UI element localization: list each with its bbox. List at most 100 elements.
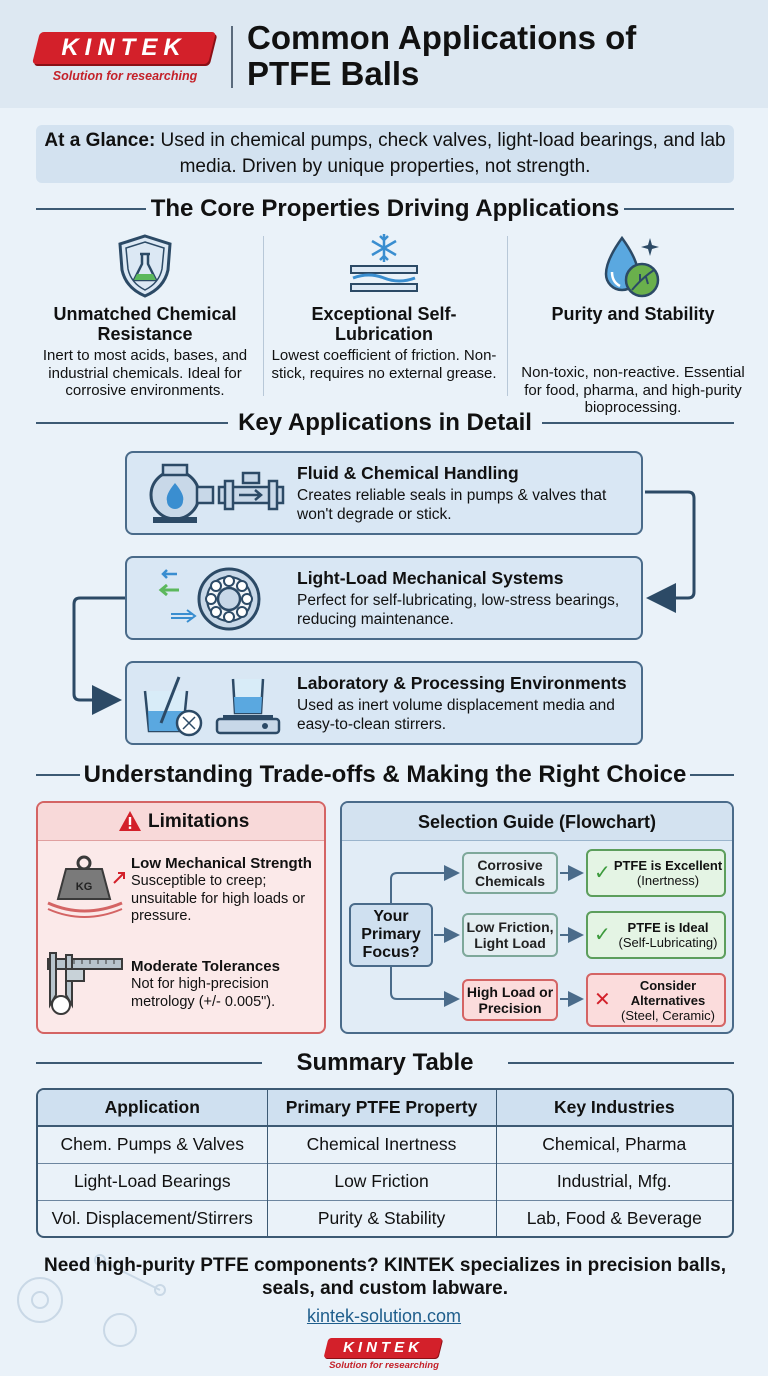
warning-icon bbox=[119, 811, 141, 831]
logo-wordmark: KINTEK bbox=[343, 1339, 423, 1356]
column-divider bbox=[507, 236, 508, 396]
selection-guide-title: Selection Guide (Flowchart) bbox=[417, 812, 657, 832]
section-rule bbox=[36, 208, 146, 210]
table-row: Vol. Displacement/Stirrers Purity & Stab… bbox=[38, 1199, 732, 1236]
selection-guide-header: Selection Guide (Flowchart) bbox=[342, 803, 732, 841]
header-divider bbox=[231, 26, 233, 88]
table-cell: Low Friction bbox=[267, 1162, 497, 1200]
limitation-item-tolerance: Moderate Tolerances Not for high-precisi… bbox=[131, 958, 321, 1011]
application-description: Creates reliable seals in pumps & valves… bbox=[297, 487, 607, 523]
application-card-fluid-handling: Fluid & Chemical Handling Creates reliab… bbox=[125, 451, 643, 535]
application-card-laboratory: Laboratory & Processing Environments Use… bbox=[125, 661, 643, 745]
caliper-icon bbox=[47, 952, 123, 1015]
flowchart-condition-corrosive: Corrosive Chemicals bbox=[462, 852, 558, 894]
header: KINTEK Solution for researching Common A… bbox=[0, 0, 768, 108]
lab-scale-icon bbox=[143, 676, 281, 737]
logo-wordmark: KINTEK bbox=[61, 34, 187, 61]
flowchart-result-ideal: ✓ PTFE is Ideal(Self-Lubricating) bbox=[586, 911, 726, 959]
bearing-icon bbox=[158, 567, 261, 631]
column-header: Key Industries bbox=[496, 1090, 732, 1127]
section-rule bbox=[624, 208, 734, 210]
result-note: (Inertness) bbox=[636, 873, 700, 888]
section-title: Understanding Trade-offs & Making the Ri… bbox=[83, 761, 687, 788]
result-title: PTFE is Excellent bbox=[613, 858, 723, 873]
property-title: Exceptional Self-Lubrication bbox=[311, 304, 457, 344]
table-header-row: Application Primary PTFE Property Key In… bbox=[38, 1090, 732, 1127]
section-rule bbox=[690, 774, 734, 776]
section-title: Summary Table bbox=[296, 1049, 474, 1076]
limitations-header: Limitations bbox=[38, 803, 324, 841]
application-description: Used as inert volume displacement media … bbox=[297, 697, 615, 733]
check-icon: ✓ bbox=[594, 924, 611, 946]
section-rule bbox=[542, 422, 734, 424]
logo-tagline: Solution for researching bbox=[52, 69, 198, 83]
summary-table: Application Primary PTFE Property Key In… bbox=[36, 1088, 734, 1238]
table-cell: Vol. Displacement/Stirrers bbox=[38, 1199, 268, 1236]
pump-valve-icon bbox=[149, 463, 285, 523]
kintek-logo[interactable]: KINTEK Solution for researching bbox=[32, 32, 216, 84]
application-title: Fluid & Chemical Handling bbox=[297, 463, 519, 483]
table-cell: Chem. Pumps & Valves bbox=[38, 1126, 268, 1163]
weight-label: KG bbox=[76, 881, 93, 893]
flowchart-result-alternatives: ✕ Consider Alternatives(Steel, Ceramic) bbox=[586, 973, 726, 1027]
snowflake-layers-icon bbox=[350, 234, 418, 292]
table-row: Chem. Pumps & Valves Chemical Inertness … bbox=[38, 1126, 732, 1163]
section-header-properties: The Core Properties Driving Applications bbox=[36, 194, 734, 224]
section-header-summary: Summary Table bbox=[36, 1048, 734, 1078]
limitations-panel: Limitations KG Low Mechanical Strength S… bbox=[36, 801, 326, 1034]
result-title: PTFE is Ideal bbox=[627, 920, 709, 935]
selection-guide-panel: Selection Guide (Flowchart) Your Primary… bbox=[340, 801, 734, 1034]
table-cell: Lab, Food & Beverage bbox=[496, 1199, 732, 1236]
section-rule bbox=[36, 1062, 262, 1064]
property-title: Purity and Stability bbox=[551, 304, 715, 324]
section-rule bbox=[508, 1062, 734, 1064]
application-title: Light-Load Mechanical Systems bbox=[297, 568, 564, 588]
flowchart-question: Your Primary Focus? bbox=[349, 903, 433, 967]
limitation-title: Low Mechanical Strength bbox=[131, 855, 312, 872]
glance-label: At a Glance: bbox=[44, 130, 156, 151]
limitation-description: Susceptible to creep; unsuitable for hig… bbox=[131, 873, 306, 924]
section-rule bbox=[36, 422, 228, 424]
section-rule bbox=[36, 774, 80, 776]
website-link[interactable]: kintek-solution.com bbox=[306, 1306, 462, 1326]
property-description: Lowest coefficient of friction. Non-stic… bbox=[271, 347, 497, 382]
flowchart-condition-high-load: High Load or Precision bbox=[462, 979, 558, 1021]
limitations-title: Limitations bbox=[148, 811, 250, 832]
result-note: (Self-Lubricating) bbox=[618, 935, 718, 950]
section-title: Key Applications in Detail bbox=[238, 409, 532, 436]
limitation-description: Not for high-precision metrology (+/- 0.… bbox=[131, 976, 276, 1010]
limitation-item-strength: Low Mechanical Strength Susceptible to c… bbox=[131, 855, 321, 926]
section-header-applications: Key Applications in Detail bbox=[36, 408, 734, 438]
at-a-glance-banner: At a Glance: Used in chemical pumps, che… bbox=[36, 125, 734, 183]
table-cell: Chemical Inertness bbox=[267, 1126, 497, 1163]
glance-text: Used in chemical pumps, check valves, li… bbox=[155, 130, 726, 177]
flowchart-condition-friction: Low Friction, Light Load bbox=[462, 913, 558, 957]
page-title: Common Applications of PTFE Balls bbox=[247, 19, 637, 92]
check-icon: ✓ bbox=[594, 862, 611, 884]
application-title: Laboratory & Processing Environments bbox=[297, 673, 627, 693]
table-cell: Light-Load Bearings bbox=[38, 1162, 268, 1200]
droplet-leaf-icon bbox=[604, 235, 660, 298]
shield-flask-icon bbox=[118, 234, 172, 298]
column-header: Primary PTFE Property bbox=[267, 1090, 497, 1127]
section-header-tradeoffs: Understanding Trade-offs & Making the Ri… bbox=[36, 760, 734, 790]
column-header: Application bbox=[38, 1090, 268, 1127]
call-to-action: Need high-purity PTFE components? KINTEK… bbox=[43, 1255, 726, 1299]
application-description: Perfect for self-lubricating, low-stress… bbox=[297, 592, 620, 628]
result-note: (Steel, Ceramic) bbox=[621, 1007, 715, 1023]
table-row: Light-Load Bearings Low Friction Industr… bbox=[38, 1162, 732, 1200]
property-title: Unmatched Chemical Resistance bbox=[53, 304, 237, 344]
weight-icon: KG bbox=[47, 855, 125, 918]
footer-kintek-logo[interactable]: KINTEK Solution for researching bbox=[323, 1338, 443, 1374]
logo-tagline: Solution for researching bbox=[329, 1360, 439, 1371]
property-description: Inert to most acids, bases, and industri… bbox=[42, 347, 248, 399]
property-description: Non-toxic, non-reactive. Essential for f… bbox=[521, 364, 745, 416]
flowchart-result-excellent: ✓ PTFE is Excellent(Inertness) bbox=[586, 849, 726, 897]
column-divider bbox=[263, 236, 264, 396]
table-cell: Industrial, Mfg. bbox=[496, 1162, 732, 1200]
section-title: The Core Properties Driving Applications bbox=[150, 195, 620, 222]
table-cell: Chemical, Pharma bbox=[542, 1134, 687, 1155]
result-title: Consider Alternatives bbox=[630, 977, 706, 1008]
application-card-mechanical: Light-Load Mechanical Systems Perfect fo… bbox=[125, 556, 643, 640]
cross-icon: ✕ bbox=[594, 989, 611, 1011]
